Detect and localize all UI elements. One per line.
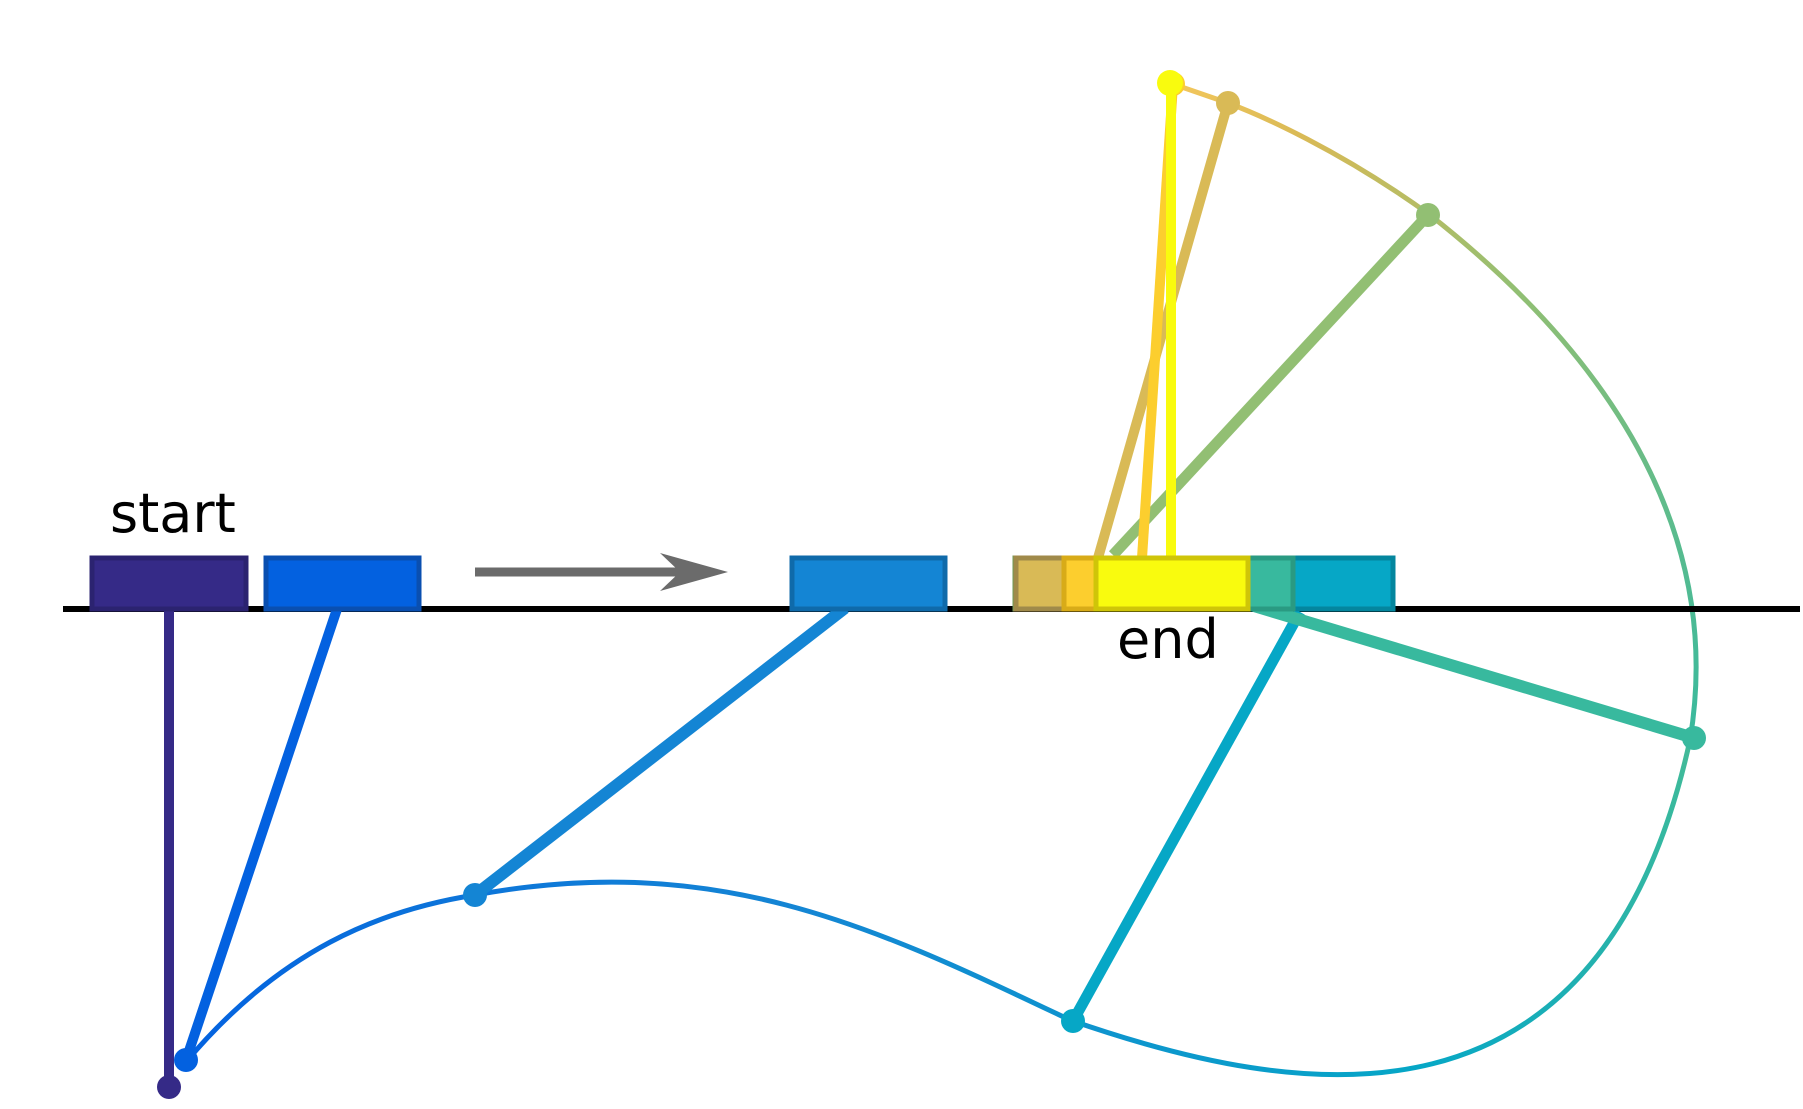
stage-7 — [1093, 91, 1240, 560]
direction-arrow-icon — [475, 553, 728, 591]
end-label: end — [1117, 608, 1219, 671]
stage-9 — [1157, 70, 1183, 560]
stage-6 — [1108, 203, 1440, 559]
stage-1-block — [89, 555, 249, 612]
stage-4-endpoint — [1061, 1009, 1085, 1033]
stage-2-endpoint — [174, 1048, 198, 1072]
stage-1 — [89, 555, 249, 1099]
trajectory-curve-lower — [184, 739, 1693, 1078]
stage-3-endpoint — [463, 883, 487, 907]
start-label: start — [110, 482, 236, 545]
stage-3-block — [789, 555, 948, 612]
stage-3 — [463, 555, 948, 907]
trajectory-curve-upper — [1169, 80, 1699, 741]
stage-5-endpoint — [1682, 726, 1706, 750]
stage-1-endpoint — [157, 1075, 181, 1099]
stage-2-block — [263, 555, 422, 612]
stage-9-block — [1093, 555, 1251, 612]
stage-5 — [1252, 600, 1706, 750]
stage-2 — [174, 555, 422, 1072]
stage-7-block — [1013, 555, 1069, 612]
stage-6-endpoint — [1416, 203, 1440, 227]
stage-7-endpoint — [1216, 91, 1240, 115]
stage-9-endpoint — [1157, 70, 1183, 96]
stage-4 — [1061, 609, 1305, 1033]
